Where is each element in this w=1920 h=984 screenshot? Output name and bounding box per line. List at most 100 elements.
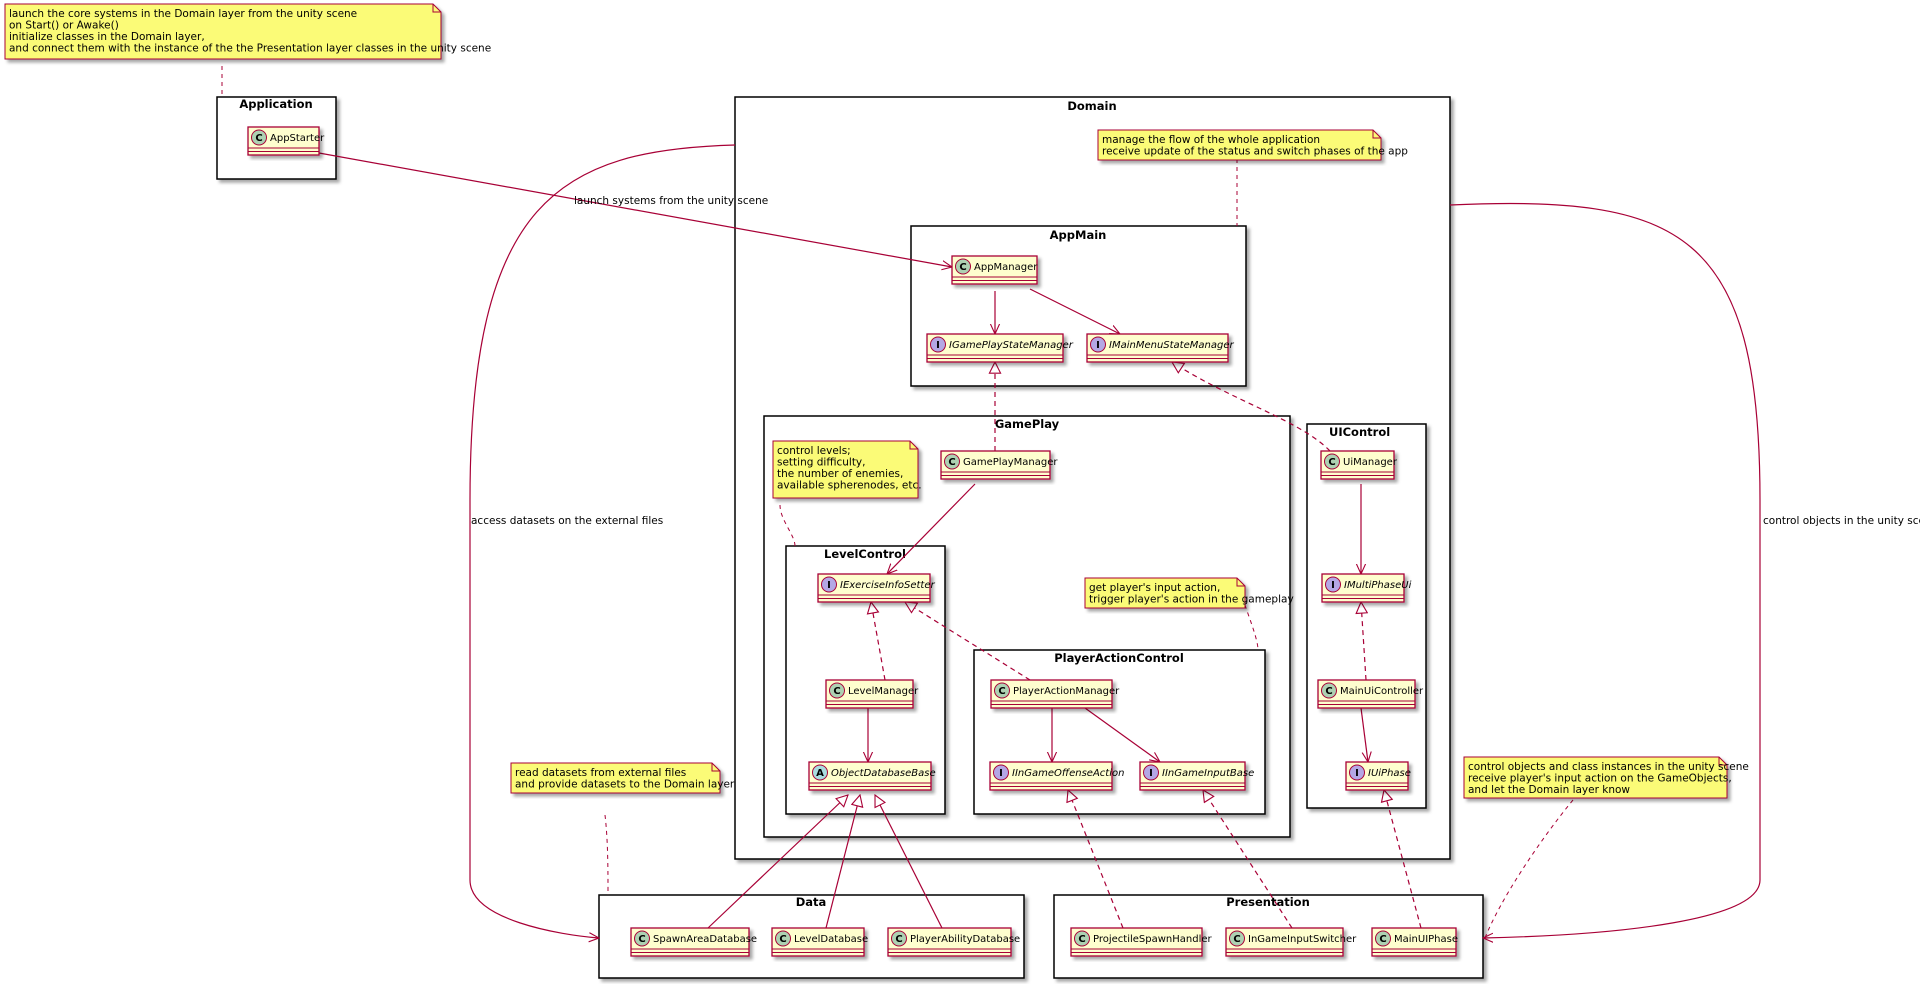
edge-label-launch: launch systems from the unity scene <box>574 195 768 207</box>
interface-stereotype-icon <box>1325 576 1341 593</box>
class-stereotype-icon <box>1324 453 1340 470</box>
note-playeractioncontrol: get player's input action,trigger player… <box>1084 577 1294 609</box>
interface-stereotype-icon <box>993 764 1009 781</box>
note-text-line: and provide datasets to the Domain layer <box>515 779 735 791</box>
stereotype-letter: I <box>999 768 1003 779</box>
stereotype-letter: I <box>1355 768 1359 779</box>
stereotype-letter: C <box>959 262 966 273</box>
package-title-appmain: AppMain <box>1050 228 1107 242</box>
note-text-line: receive update of the status and switch … <box>1102 146 1408 158</box>
class-mainuiphase[interactable]: C MainUIPhase <box>1371 927 1458 957</box>
class-spawnareadatabase[interactable]: C SpawnAreaDatabase <box>630 927 757 957</box>
note-text-line: read datasets from external files <box>515 767 686 779</box>
stereotype-letter: C <box>948 457 955 468</box>
note-text-line: and let the Domain layer know <box>1468 784 1630 796</box>
class-objectdatabasebase[interactable]: A ObjectDatabaseBase <box>808 761 936 791</box>
stereotype-letter: C <box>1325 686 1332 697</box>
class-name: ProjectileSpawnHandler <box>1093 934 1213 945</box>
stereotype-letter: I <box>936 340 940 351</box>
package-uicontrol: UIControl <box>1306 423 1427 809</box>
class-name: IMultiPhaseUi <box>1344 580 1412 591</box>
package-title-playeractioncontrol: PlayerActionControl <box>1054 651 1184 665</box>
class-stereotype-icon <box>944 453 960 470</box>
stereotype-letter: C <box>779 934 786 945</box>
class-name: IMainMenuStateManager <box>1109 340 1234 351</box>
class-playeractionmanager[interactable]: C PlayerActionManager <box>990 679 1120 709</box>
note-text-line: initialize classes in the Domain layer, <box>9 31 205 43</box>
class-stereotype-icon <box>775 930 791 947</box>
class-iexerciseinfosetter[interactable]: I IExerciseInfoSetter <box>817 573 936 603</box>
note-text-line: control levels; <box>777 445 851 457</box>
class-gameplaymanager[interactable]: C GamePlayManager <box>940 450 1058 480</box>
note-levelcontrol: control levels;setting difficulty,the nu… <box>772 440 922 499</box>
stereotype-letter: C <box>638 934 645 945</box>
edges <box>318 144 1761 938</box>
class-stereotype-icon <box>829 682 845 699</box>
stereotype-letter: C <box>1379 934 1386 945</box>
note-presentation: control objects and class instances in t… <box>1463 756 1749 799</box>
class-name: GamePlayManager <box>963 457 1058 468</box>
stereotype-letter: C <box>998 686 1005 697</box>
edges-dashed <box>871 362 1422 929</box>
note-text-line: setting difficulty, <box>777 457 866 469</box>
package-title-presentation: Presentation <box>1226 895 1310 909</box>
class-name: AppStarter <box>270 133 325 144</box>
class-name: IUiPhase <box>1368 768 1411 779</box>
class-name: IExerciseInfoSetter <box>840 580 936 591</box>
note-appmain: manage the flow of the whole application… <box>1097 129 1408 161</box>
class-name: UiManager <box>1343 457 1398 468</box>
class-name: PlayerActionManager <box>1013 686 1120 697</box>
package-title-gameplay: GamePlay <box>995 417 1060 431</box>
note-text-line: launch the core systems in the Domain la… <box>9 8 357 20</box>
class-name: IGamePlayStateManager <box>949 340 1074 351</box>
stereotype-letter: I <box>1096 340 1100 351</box>
stereotype-letter: A <box>816 768 824 779</box>
class-name: InGameInputSwitcher <box>1248 934 1357 945</box>
class-stereotype-icon <box>251 129 267 146</box>
stereotype-letter: I <box>827 580 831 591</box>
package-title-data: Data <box>796 895 827 909</box>
class-stereotype-icon <box>891 930 907 947</box>
class-name: SpawnAreaDatabase <box>653 934 757 945</box>
notes-layer: launch the core systems in the Domain la… <box>4 3 1749 799</box>
note-text-line: receive player's input action on the Gam… <box>1468 773 1732 785</box>
class-imainmenustatemanager[interactable]: I IMainMenuStateManager <box>1086 333 1234 363</box>
note-application: launch the core systems in the Domain la… <box>4 3 491 60</box>
class-igameplaystatemanager[interactable]: I IGamePlayStateManager <box>926 333 1074 363</box>
class-stereotype-icon <box>1229 930 1245 947</box>
interface-stereotype-icon <box>821 576 837 593</box>
stereotype-letter: C <box>833 686 840 697</box>
interface-stereotype-icon <box>1090 336 1106 353</box>
note-text-line: on Start() or Awake() <box>9 20 119 32</box>
class-name: PlayerAbilityDatabase <box>910 934 1020 945</box>
note-text-line: the number of enemies, <box>777 468 903 480</box>
interface-stereotype-icon <box>1349 764 1365 781</box>
class-name: MainUIPhase <box>1394 934 1458 945</box>
class-stereotype-icon <box>994 682 1010 699</box>
edge-label-control: control objects in the unity scene <box>1763 515 1920 527</box>
interface-stereotype-icon <box>930 336 946 353</box>
abstract-stereotype-icon <box>812 764 828 781</box>
class-stereotype-icon <box>1074 930 1090 947</box>
interface-stereotype-icon <box>1143 764 1159 781</box>
stereotype-letter: I <box>1149 768 1153 779</box>
note-text-line: get player's input action, <box>1089 582 1220 594</box>
class-name: ObjectDatabaseBase <box>831 768 936 779</box>
edge-label-access: access datasets on the external files <box>471 515 663 527</box>
class-stereotype-icon <box>634 930 650 947</box>
class-iuiphase[interactable]: I IUiPhase <box>1345 761 1411 791</box>
